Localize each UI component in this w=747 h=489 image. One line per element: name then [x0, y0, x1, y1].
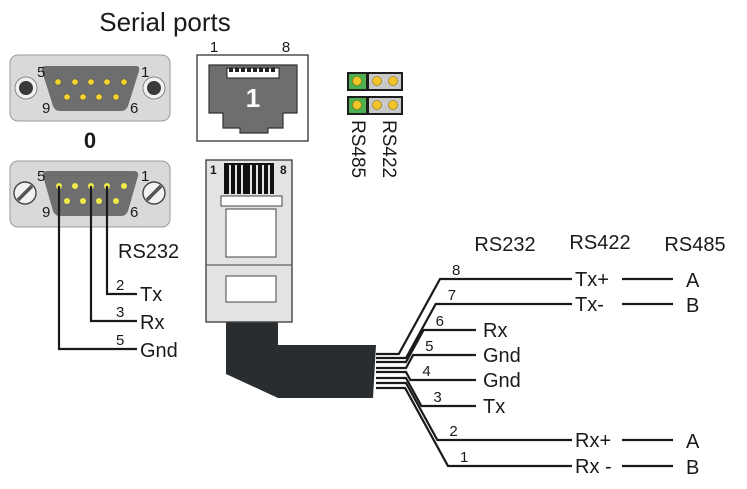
fanout-wire-pin-8	[376, 277, 572, 356]
pinout-rs485-signal: A	[686, 431, 700, 453]
pinout-pin-number: 7	[448, 287, 456, 304]
db9-port-pin-label-5: 5	[37, 64, 45, 81]
jumper-row-2	[347, 96, 403, 115]
db9-wire-rx	[89, 186, 137, 323]
db9-port: 5 1 9 6 0	[9, 54, 171, 153]
db9-protocol-label: RS232	[118, 241, 179, 263]
db9-wire-rx-pin: 3	[116, 304, 124, 321]
db9-plug-pin-label-9: 9	[42, 204, 50, 221]
pinout-pin-number: 4	[422, 363, 430, 380]
db9-wire-tx-pin: 2	[116, 277, 124, 294]
db9-port-hole-right-icon	[147, 81, 161, 95]
db9-port-connector	[41, 66, 140, 111]
db9-wire-gnd	[57, 186, 137, 351]
db9-port-pins	[54, 78, 128, 101]
pinout-rs422-signal: Rx -	[575, 456, 612, 478]
pinout-rs422-signal: Tx-	[575, 294, 604, 316]
db9-plug-pin-label-5: 5	[37, 168, 45, 185]
rj45-cable	[226, 322, 376, 398]
pinout-rs232-signal: Tx	[483, 396, 505, 418]
fanout-wires	[376, 277, 572, 468]
rj45-plug-window-top	[225, 208, 277, 258]
pinout-header-rs485: RS485	[664, 234, 725, 256]
pinout-rs485-signal: B	[686, 457, 699, 479]
rj45-plug-contact-gaps	[229, 165, 270, 194]
rj45-port-pin-first: 1	[210, 39, 218, 56]
fanout-wire-pin-7	[376, 302, 572, 360]
pinout-pin-number: 1	[460, 449, 468, 466]
db9-plug-screw-slot-right	[145, 184, 163, 202]
db9-port-hole-left-icon	[19, 81, 33, 95]
pinout-rs422-signal: Rx+	[575, 430, 611, 452]
jumper-row-1	[347, 72, 403, 91]
db9-port-number: 0	[84, 128, 96, 153]
pinout-pin-number: 8	[452, 262, 460, 279]
rj45-port-number: 1	[246, 83, 260, 113]
pinout-pin-number: 6	[436, 313, 444, 330]
db9-port-pin-label-6: 6	[130, 100, 138, 117]
db9-port-pin-label-9: 9	[42, 100, 50, 117]
db9-wire-gnd-signal: Gnd	[140, 340, 178, 362]
pinout-pin-number: 3	[433, 389, 441, 406]
diagram-title: Serial ports	[99, 7, 231, 37]
rj45-plug: 1 8	[205, 159, 376, 398]
db9-wire-tx	[105, 186, 137, 296]
pinout-rs485-signal: A	[686, 270, 700, 292]
fanout-wire-pin-3	[376, 376, 476, 408]
rj45-port: 1 8 1	[196, 39, 309, 142]
rj45-port-socket	[208, 64, 298, 134]
pinout-rs485-signal: B	[686, 295, 699, 317]
db9-plug-screw-slot-left	[16, 184, 34, 202]
db9-wire-rx-signal: Rx	[140, 312, 164, 334]
pinout-rs232-signal: Gnd	[483, 370, 521, 392]
rj45-port-pin-last: 8	[282, 39, 290, 56]
pinout-header-rs232: RS232	[474, 234, 535, 256]
db9-plug-pin-label-1: 1	[141, 168, 149, 185]
db9-port-pin-label-1: 1	[141, 64, 149, 81]
jumper-label-rs485: RS485	[347, 120, 368, 178]
rj45-plug-contacts	[224, 163, 274, 194]
jumper-block: RS485 RS422	[347, 72, 403, 178]
pinout-header-rs422: RS422	[569, 232, 630, 254]
fanout-wire-pin-5	[376, 353, 476, 370]
rj45-plug-pin-last: 8	[280, 163, 287, 177]
pinout-rs232-signal: Rx	[483, 320, 507, 342]
db9-plug-pin-label-6: 6	[130, 204, 138, 221]
rj45-plug-window-bottom	[225, 275, 277, 303]
rj45-plug-pin-first: 1	[210, 163, 217, 177]
fanout-wire-pin-6	[376, 328, 476, 364]
rj45-plug-latch	[220, 195, 283, 207]
pinout-rs232-signal: Gnd	[483, 345, 521, 367]
jumper-label-rs422: RS422	[378, 120, 399, 178]
db9-wire-tx-signal: Tx	[140, 284, 162, 306]
pinout-pin-number: 2	[449, 423, 457, 440]
rj45-port-contact-teeth	[229, 68, 275, 72]
fanout-wire-pin-4	[376, 370, 476, 382]
fanout-wire-pin-2	[376, 381, 572, 442]
fanout-wire-pin-1	[376, 386, 572, 468]
db9-plug: 5 1 9 6 RS232 2 Tx 3 Rx 5 Gnd	[9, 160, 179, 362]
pinout-rs422-signal: Tx+	[575, 269, 609, 291]
pinout-pin-number: 5	[425, 338, 433, 355]
db9-wire-gnd-pin: 5	[116, 332, 124, 349]
